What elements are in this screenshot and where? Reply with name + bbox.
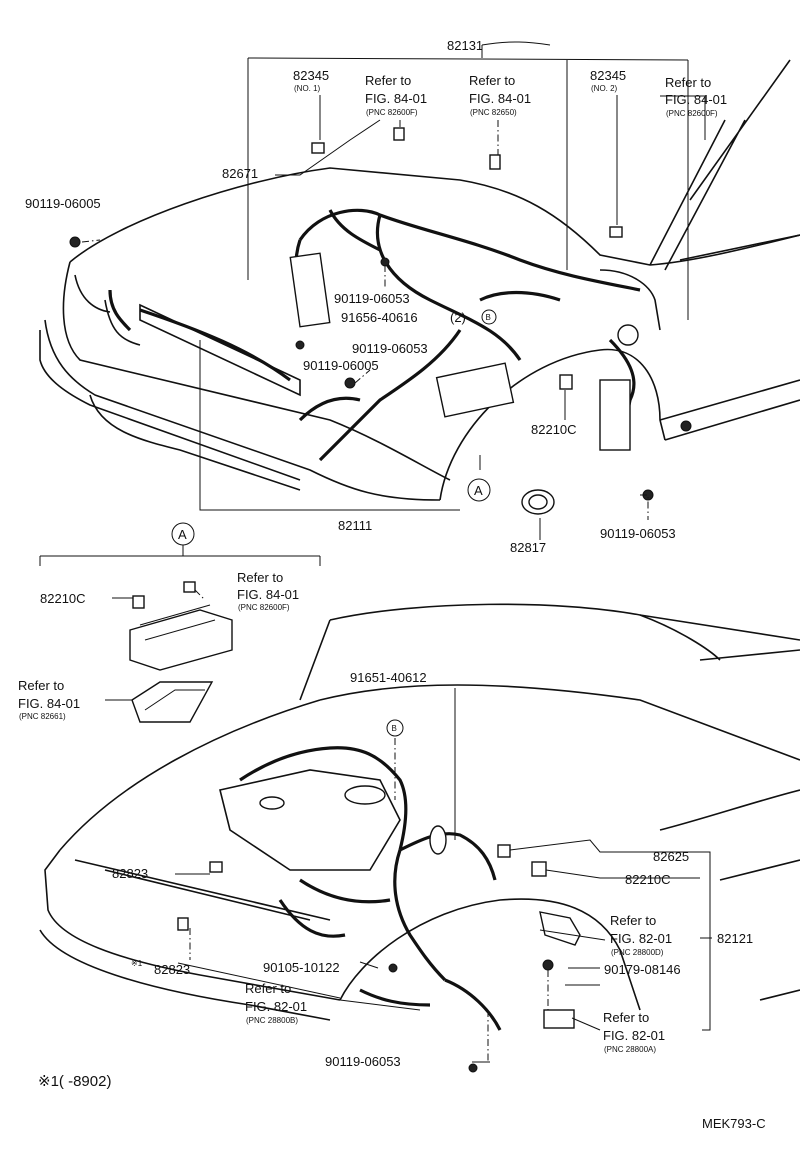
ref-6-refer: Refer to (610, 913, 656, 928)
ref-8-pnc: (PNC 28800A) (604, 1045, 656, 1054)
ref-2-pnc: (PNC 82650) (470, 108, 517, 117)
ref-2-refer: Refer to (469, 73, 515, 88)
part-82210c-c: 82210C (625, 872, 671, 887)
marker-b-bottom: B (386, 719, 404, 737)
part-82345-no1-note: (NO. 1) (294, 84, 321, 93)
ref-3-fig: FIG. 84-01 (665, 92, 727, 107)
svg-text:B: B (392, 724, 397, 733)
part-90119-06053-c: 90119-06053 (600, 526, 676, 541)
part-82817: 82817 (510, 540, 546, 555)
ref-5-refer: Refer to (18, 678, 64, 693)
ref-7-fig: FIG. 82-01 (245, 999, 307, 1014)
part-90105-10122: 90105-10122 (263, 960, 340, 975)
ref-4-fig: FIG. 84-01 (237, 587, 299, 602)
ref-2-fig: FIG. 84-01 (469, 91, 531, 106)
ref-7-pnc: (PNC 28800B) (246, 1016, 298, 1025)
part-90179-08146: 90179-08146 (604, 962, 681, 977)
part-82131: 82131 (447, 38, 483, 53)
part-90119-06005-a: 90119-06005 (25, 196, 101, 211)
svg-text:A: A (474, 483, 483, 498)
svg-text:B: B (486, 313, 491, 322)
part-82823-b: 82823 (154, 962, 190, 977)
footnote-mark-diagram: ※1 (131, 959, 143, 968)
part-91656-40616: 91656-40616 (341, 310, 418, 325)
marker-a-detail: A (178, 527, 187, 542)
part-82671: 82671 (222, 166, 258, 181)
part-82210c-a: 82210C (531, 422, 577, 437)
marker-b-top: B (481, 309, 497, 325)
marker-a-top: A (467, 478, 491, 502)
ref-1-refer: Refer to (365, 73, 411, 88)
ref-1-fig: FIG. 84-01 (365, 91, 427, 106)
ref-4-refer: Refer to (237, 570, 283, 585)
part-82345-no2: 82345 (590, 68, 626, 83)
ref-6-pnc: (PNC 28800D) (611, 948, 664, 957)
ref-8-fig: FIG. 82-01 (603, 1028, 665, 1043)
ref-3-refer: Refer to (665, 75, 711, 90)
part-82823-a: 82823 (112, 866, 148, 881)
part-91651-40612: 91651-40612 (350, 670, 427, 685)
part-90119-06053-a: 90119-06053 (334, 291, 410, 306)
part-90119-06053-d: 90119-06053 (325, 1054, 401, 1069)
part-82345-no2-note: (NO. 2) (591, 84, 618, 93)
ref-5-fig: FIG. 84-01 (18, 696, 80, 711)
ref-7-refer: Refer to (245, 981, 291, 996)
part-82111: 82111 (338, 518, 372, 533)
ref-1-pnc: (PNC 82600F) (366, 108, 418, 117)
part-82625: 82625 (653, 849, 689, 864)
ref-6-fig: FIG. 82-01 (610, 931, 672, 946)
footnote: ※1( -8902) (38, 1073, 111, 1090)
part-82210c-b: 82210C (40, 591, 86, 606)
detail-a: A (39, 522, 321, 723)
part-90119-06005-b: 90119-06005 (303, 358, 379, 373)
drawing-code: MEK793-C (702, 1116, 766, 1131)
ref-5-pnc: (PNC 82661) (19, 712, 66, 721)
part-82121: 82121 (717, 931, 753, 946)
part-82345-no1: 82345 (293, 68, 329, 83)
ref-8-refer: Refer to (603, 1010, 649, 1025)
ref-4-pnc: (PNC 82600F) (238, 603, 290, 612)
bottom-vehicle-drawing (39, 603, 800, 1073)
top-vehicle-drawing (39, 41, 800, 540)
part-90119-06053-b: 90119-06053 (352, 341, 428, 356)
part-91656-qty: (2) (450, 310, 466, 325)
ref-3-pnc: (PNC 82600F) (666, 109, 718, 118)
